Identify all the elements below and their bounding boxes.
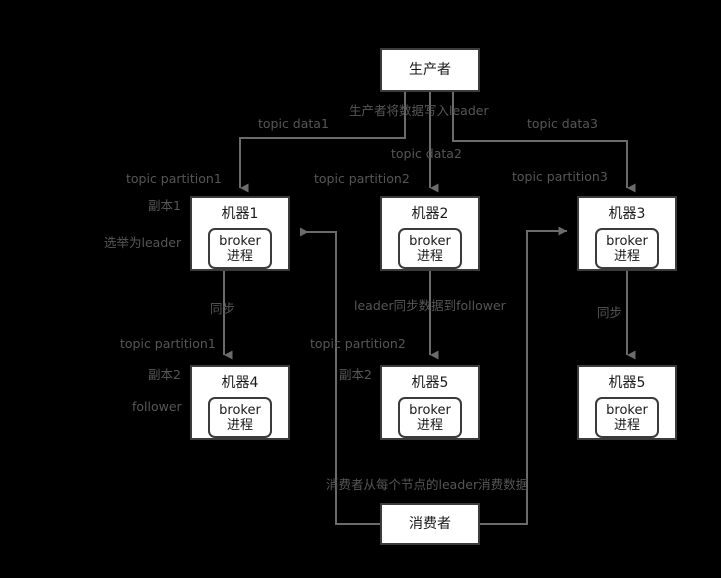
- node-machine3[interactable]: 机器3 broker 进程: [577, 196, 677, 271]
- edge-label-producer-write: 生产者将数据写入leader: [349, 103, 489, 118]
- node-machine4[interactable]: 机器4 broker 进程: [190, 365, 290, 440]
- edge-label-topic-partition3-top: topic partition3: [512, 169, 608, 184]
- side-label-replica2-left: 副本2: [148, 367, 181, 382]
- edge-label-sync-right: 同步: [597, 305, 623, 320]
- consumer-label: 消费者: [409, 516, 451, 532]
- machine1-broker-line2: 进程: [226, 248, 253, 264]
- producer-label: 生产者: [409, 62, 451, 78]
- machine5b-label: 机器5: [608, 375, 646, 391]
- machine5b-broker-line2: 进程: [613, 417, 640, 433]
- node-machine5[interactable]: 机器5 broker 进程: [380, 365, 480, 440]
- machine3-broker-line2: 进程: [613, 248, 640, 264]
- edge-label-leader-sync: leader同步数据到follower: [354, 298, 506, 313]
- machine5-broker-line1: broker: [409, 402, 451, 418]
- wire-consumer-to-machine3: [480, 226, 567, 525]
- edge-label-sync-left: 同步: [210, 301, 236, 316]
- machine1-broker-line1: broker: [219, 233, 261, 249]
- machine4-broker-line1: broker: [219, 402, 261, 418]
- side-label-replica1: 副本1: [148, 198, 181, 213]
- wire-consumer-to-machine1: [300, 227, 380, 525]
- edge-label-topic-data3: topic data3: [527, 116, 598, 131]
- node-machine1[interactable]: 机器1 broker 进程: [190, 196, 290, 271]
- edge-label-topic-data1: topic data1: [258, 116, 329, 131]
- machine3-broker-line1: broker: [606, 233, 648, 249]
- wire-producer-to-machine1: [239, 92, 406, 193]
- machine5-label: 机器5: [411, 375, 449, 391]
- side-label-elected-leader: 选举为leader: [104, 235, 182, 250]
- machine5b-broker-line1: broker: [606, 402, 648, 418]
- node-machine2[interactable]: 机器2 broker 进程: [380, 196, 480, 271]
- machine5-broker-process: broker 进程: [398, 397, 462, 438]
- machine1-label: 机器1: [221, 206, 259, 222]
- edge-label-topic-data2: topic data2: [391, 146, 462, 161]
- machine4-broker-process: broker 进程: [208, 397, 272, 438]
- machine4-broker-line2: 进程: [226, 417, 253, 433]
- machine3-label: 机器3: [608, 206, 646, 222]
- machine5b-broker-process: broker 进程: [595, 397, 659, 438]
- side-label-follower: follower: [132, 399, 182, 414]
- machine2-label: 机器2: [411, 206, 449, 222]
- edge-label-consumer-read: 消费者从每个节点的leader消费数据: [326, 477, 529, 492]
- machine2-broker-process: broker 进程: [398, 228, 462, 269]
- node-consumer[interactable]: 消费者: [380, 503, 480, 545]
- machine4-label: 机器4: [221, 375, 259, 391]
- machine3-broker-process: broker 进程: [595, 228, 659, 269]
- edge-label-topic-partition2-top: topic partition2: [314, 171, 410, 186]
- edge-label-topic-partition1-bottom: topic partition1: [120, 336, 216, 351]
- machine1-broker-process: broker 进程: [208, 228, 272, 269]
- side-label-replica2-mid: 副本2: [339, 367, 372, 382]
- node-machine5b[interactable]: 机器5 broker 进程: [577, 365, 677, 440]
- machine5-broker-line2: 进程: [416, 417, 443, 433]
- edge-label-topic-partition2-bottom: topic partition2: [310, 336, 406, 351]
- machine2-broker-line2: 进程: [416, 248, 443, 264]
- node-producer[interactable]: 生产者: [380, 48, 480, 92]
- wire-producer-to-machine3: [452, 92, 636, 193]
- edge-label-topic-partition1-top: topic partition1: [126, 171, 222, 186]
- machine2-broker-line1: broker: [409, 233, 451, 249]
